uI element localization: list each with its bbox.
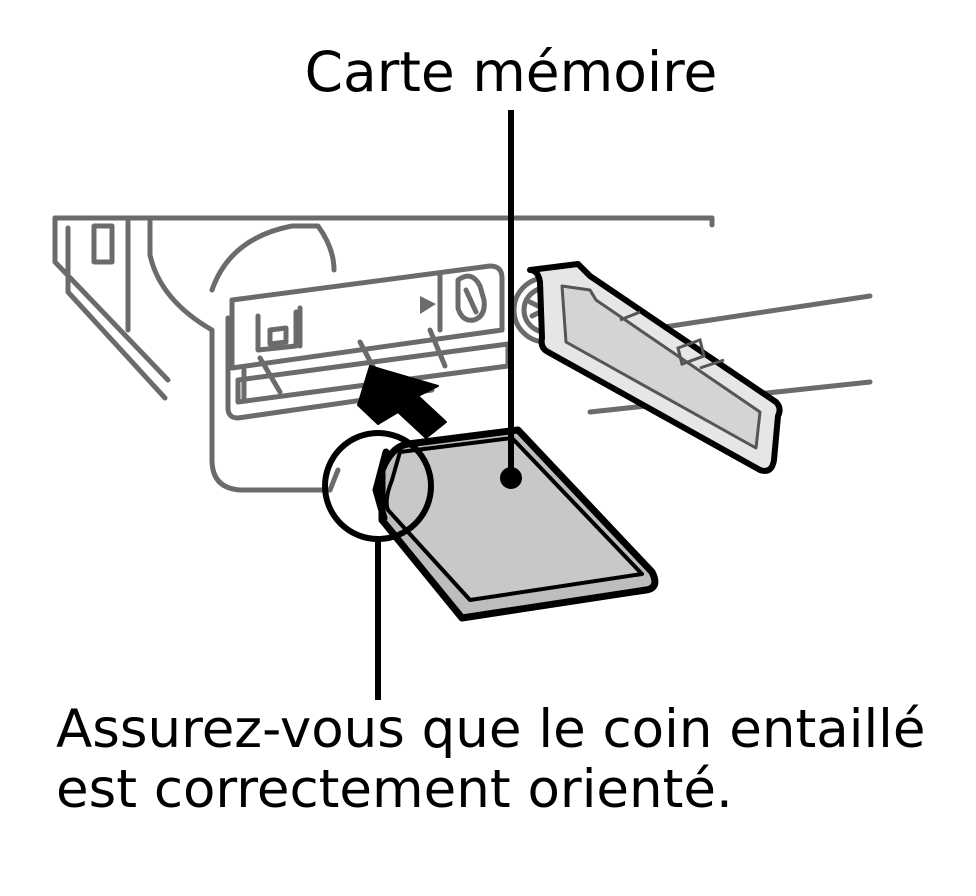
insert-direction-arrow-icon: [357, 365, 447, 439]
card-slot-cover: [527, 261, 783, 474]
notch-hint-line-1: Assurez-vous que le coin entaillé: [56, 699, 926, 760]
memory-card: [372, 426, 659, 622]
notch-hint-line-2: est correctement orienté.: [56, 759, 733, 820]
memory-card-label: Carte mémoire: [304, 40, 718, 104]
notch-orientation-hint: Assurez-vous que le coin entaillé est co…: [56, 700, 968, 820]
